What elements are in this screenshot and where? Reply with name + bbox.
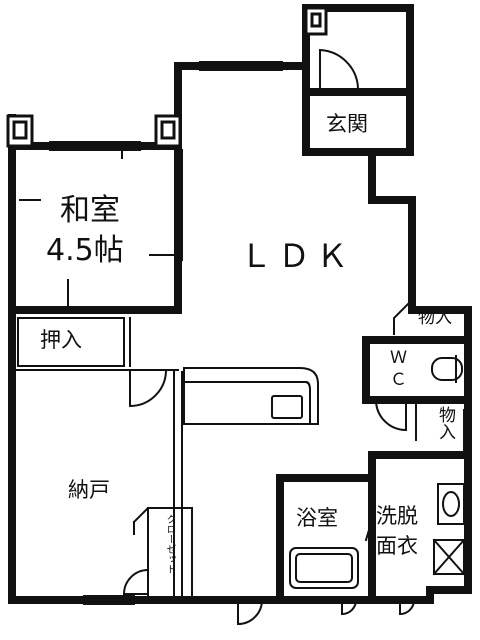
wc-label-c: Ｃ: [390, 370, 407, 390]
ldk-label: ＬＤＫ: [240, 237, 355, 275]
column-posts: [6, 6, 328, 148]
oshiire-label: 押入: [40, 328, 82, 352]
interior-lines: [11, 48, 466, 626]
wc-label-w: Ｗ: [390, 348, 407, 368]
exterior-walls: [8, 4, 472, 604]
nando-label: 納戸: [68, 478, 110, 502]
washroom-label-1: 洗脱: [376, 504, 418, 528]
bath-label: 浴室: [296, 506, 338, 530]
closet-label: クローゼット: [164, 514, 175, 574]
washitsu-label: 和室: [60, 193, 120, 228]
storage-mid-label: 物入: [435, 406, 455, 440]
genkan-label: 玄関: [326, 112, 368, 136]
washroom-label-2: 面衣: [376, 534, 418, 558]
storage-top-label: 物入: [418, 308, 452, 328]
washitsu-size-label: 4.5帖: [46, 233, 124, 268]
